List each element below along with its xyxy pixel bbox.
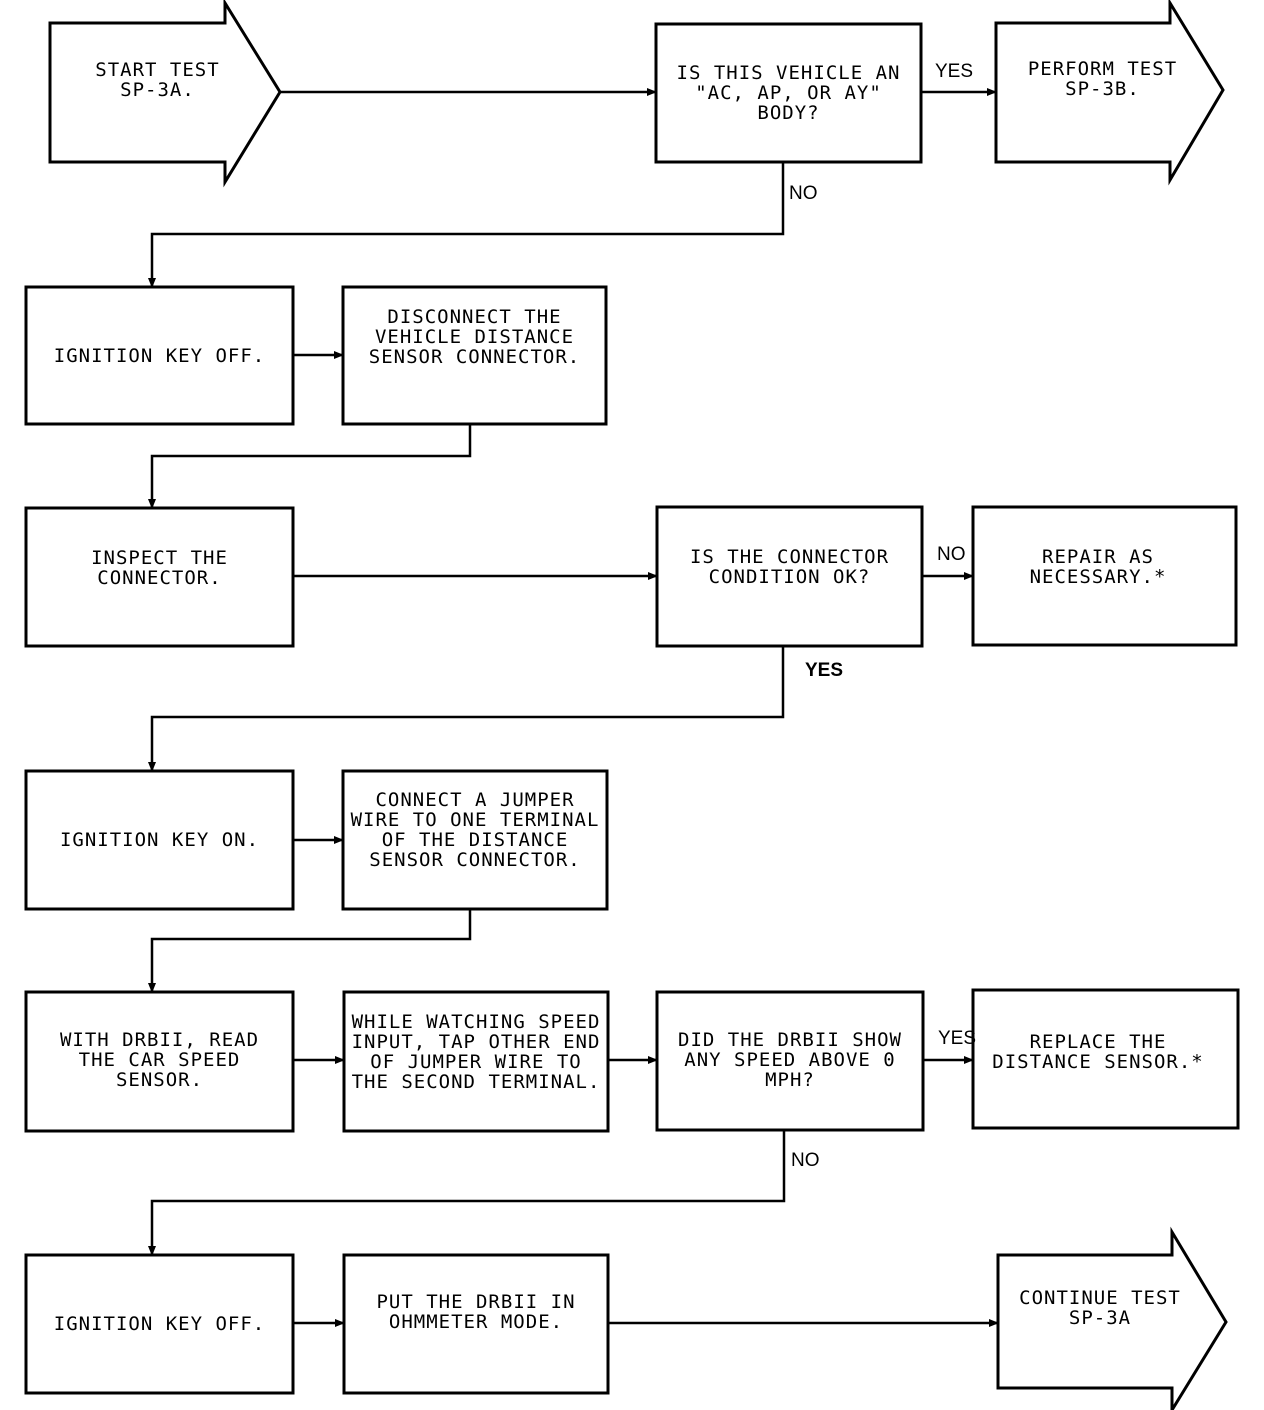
edge-label-speed-no: NO	[791, 1150, 820, 1171]
edge-label-condition-yes: YES	[805, 660, 844, 681]
inspect-label-line: INSPECT THE	[91, 547, 228, 569]
connector-condition-yes	[148, 646, 785, 772]
edge-label-condition-no: NO	[937, 544, 966, 565]
continue-arrow-shape	[996, 1226, 1228, 1410]
ohmmeter-label-line: PUT THE DRBII IN	[376, 1291, 576, 1313]
disconnect-label-line: VEHICLE DISTANCE	[374, 326, 575, 348]
jumper-label-line: WIRE TO ONE TERMINAL	[350, 809, 600, 831]
body-question-box	[654, 22, 923, 164]
tap-box	[342, 990, 610, 1133]
ignition-off-label-1: IGNITION KEY OFF.	[26, 287, 293, 424]
continue-label-line: CONTINUE TEST	[1019, 1287, 1181, 1309]
body-question-label: IS THIS VEHICLE AN"AC, AP, OR AY"BODY?	[656, 28, 921, 158]
body-question-label-line: IS THIS VEHICLE AN	[676, 62, 901, 84]
tap-label-line: OF JUMPER WIRE TO	[370, 1051, 582, 1073]
ignition-off-box-2	[24, 1253, 295, 1395]
drbii-read-label-line: WITH DRBII, READ	[59, 1029, 260, 1051]
connector-jumper-to-drbii	[148, 909, 472, 993]
jumper-label-line: SENSOR CONNECTOR.	[369, 849, 581, 871]
tap-label-line: INPUT, TAP OTHER END	[351, 1031, 601, 1053]
drbii-read-label-line: THE CAR SPEED	[78, 1049, 241, 1071]
tap-label-line: WHILE WATCHING SPEED	[351, 1011, 601, 1033]
speed-question-label-line: ANY SPEED ABOVE 0	[684, 1049, 896, 1071]
ignition-on-label: IGNITION KEY ON.	[26, 771, 293, 909]
body-question-label-line: "AC, AP, OR AY"	[695, 82, 882, 104]
connector-speed-no	[148, 1130, 786, 1256]
ignition-off-label-1-line: IGNITION KEY OFF.	[53, 344, 266, 367]
perform-3b-arrow-shape	[994, 0, 1225, 186]
disconnect-label-line: SENSOR CONNECTOR.	[368, 346, 581, 368]
tap-label-line: THE SECOND TERMINAL.	[351, 1071, 601, 1093]
continue-label-line: SP-3A	[1068, 1307, 1132, 1329]
connector-body-no	[148, 162, 785, 288]
disconnect-label-line: DISCONNECT THE	[387, 306, 562, 328]
speed-question-label-line: MPH?	[765, 1069, 815, 1091]
condition-question-label-line: IS THE CONNECTOR	[689, 546, 890, 568]
ignition-on-label-line: IGNITION KEY ON.	[59, 829, 260, 851]
ignition-off-label-2-line: IGNITION KEY OFF.	[53, 1313, 266, 1335]
start-arrow-shape	[48, 0, 282, 188]
condition-question-label-line: CONDITION OK?	[708, 566, 871, 588]
speed-question-box	[655, 990, 925, 1132]
jumper-label-line: CONNECT A JUMPER	[375, 789, 575, 811]
ohmmeter-label-line: OHMMETER MODE.	[388, 1311, 564, 1333]
inspect-label-line: CONNECTOR.	[97, 567, 222, 589]
drbii-read-box	[24, 990, 295, 1133]
ignition-off-box-1	[24, 285, 295, 426]
ignition-off-label-2: IGNITION KEY OFF.	[26, 1255, 293, 1393]
connector-disconnect-to-inspect	[148, 424, 472, 509]
edge-label-body-yes: YES	[935, 61, 974, 82]
repair-label-line: REPAIR AS	[1042, 546, 1154, 568]
repair-label-line: NECESSARY.*	[1029, 566, 1167, 588]
perform-3b-label-line: SP-3B.	[1065, 78, 1140, 100]
replace-label-line: REPLACE THE	[1029, 1031, 1167, 1053]
speed-question-label-line: DID THE DRBII SHOW	[678, 1029, 902, 1051]
disconnect-box	[341, 285, 608, 426]
perform-3b-label-line: PERFORM TEST	[1027, 58, 1178, 80]
jumper-label-line: OF THE DISTANCE	[381, 829, 569, 851]
start-label-line: START TEST	[95, 59, 220, 81]
body-question-label-line: BODY?	[757, 102, 820, 124]
drbii-read-label-line: SENSOR.	[115, 1069, 204, 1091]
edge-label-body-no: NO	[789, 183, 818, 204]
start-label-line: SP-3A.	[120, 79, 195, 101]
edge-label-speed-yes: YES	[938, 1028, 977, 1049]
replace-label-line: DISTANCE SENSOR.*	[992, 1051, 1204, 1073]
condition-question-box	[655, 505, 924, 648]
